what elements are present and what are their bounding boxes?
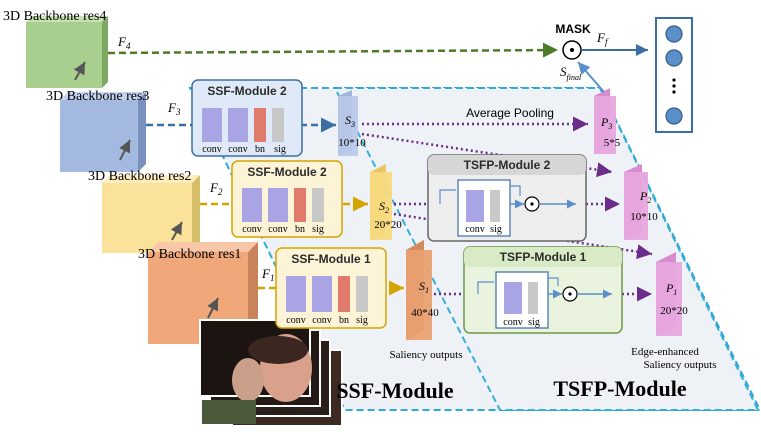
ssf-bottom-layer-2: conv bbox=[312, 315, 331, 326]
ssf-mid-layer-3: bn bbox=[295, 224, 305, 235]
p3-size: 5*5 bbox=[604, 137, 621, 149]
p1-label: P1 bbox=[665, 281, 677, 297]
tsfp-module-2: TSFP-Module 2 conv sig bbox=[427, 154, 587, 242]
backbone-res3-label: 3D Backbone res3 bbox=[46, 89, 149, 104]
saliency-map-s1: S1 40*40 bbox=[406, 240, 439, 340]
ssf-mid-layer-4: sig bbox=[312, 224, 324, 235]
p2-label: P2 bbox=[639, 189, 651, 205]
ssf-bottom-layer-3: bn bbox=[339, 315, 349, 326]
tsfp2-layer-conv: conv bbox=[465, 224, 484, 235]
pyramid-map-p3: P3 5*5 bbox=[594, 88, 621, 154]
tsfp-module-1-title: TSFP-Module 1 bbox=[500, 250, 587, 264]
ssf-top-layer-3: bn bbox=[255, 144, 265, 155]
s2-label: S2 bbox=[379, 199, 389, 215]
ssf-section-title: SSF-Module bbox=[336, 378, 454, 403]
saliency-map-s3: S3 10*10 bbox=[338, 90, 366, 156]
output-node-1 bbox=[665, 25, 683, 43]
ssf-top-layer-4: sig bbox=[274, 144, 286, 155]
f3-label: F3 bbox=[167, 100, 181, 117]
output-node-2 bbox=[665, 49, 683, 67]
tsfp1-layer-sig: sig bbox=[528, 317, 540, 328]
edge-outputs-label-1: Edge-enhanced bbox=[631, 346, 699, 358]
backbone-res2-block bbox=[102, 175, 200, 253]
ssf-top-layer-2: conv bbox=[228, 144, 247, 155]
tsfp-section-title: TSFP-Module bbox=[553, 376, 686, 401]
ssf-bottom-layer-4: sig bbox=[356, 315, 368, 326]
ssf-module-bottom-title: SSF-Module 1 bbox=[291, 252, 371, 266]
p3-label: P3 bbox=[600, 115, 612, 131]
backbone-res1-label: 3D Backbone res1 bbox=[138, 247, 241, 262]
saliency-map-s2: S2 20*20 bbox=[370, 164, 402, 240]
ssf-bottom-layer-1: conv bbox=[286, 315, 305, 326]
s3-label: S3 bbox=[345, 113, 355, 129]
ssf-module-top-title: SSF-Module 2 bbox=[207, 84, 287, 98]
ssf-module-bottom: SSF-Module 1 conv conv bn sig bbox=[275, 247, 387, 329]
f1-label: F1 bbox=[261, 266, 274, 283]
backbone-res4-block bbox=[26, 16, 108, 88]
p2-size: 10*10 bbox=[630, 211, 658, 223]
average-pooling-label: Average Pooling bbox=[466, 106, 554, 120]
ssf-mid-layer-2: conv bbox=[268, 224, 287, 235]
output-node-n bbox=[665, 107, 683, 125]
ff-label: FFf bbox=[596, 30, 609, 47]
mask-label: MASK bbox=[555, 22, 591, 36]
ssf-module-mid: SSF-Module 2 conv conv bn sig bbox=[231, 160, 343, 238]
s2-size: 20*20 bbox=[374, 219, 402, 231]
tsfp-module-1: TSFP-Module 1 conv sig bbox=[463, 246, 623, 334]
backbone-res3-block bbox=[60, 92, 146, 172]
input-video-frames bbox=[199, 319, 343, 427]
tsfp1-layer-conv: conv bbox=[503, 317, 522, 328]
pyramid-map-p2: P2 10*10 bbox=[624, 164, 658, 240]
backbone-res1-block bbox=[148, 242, 258, 344]
ssf-top-layer-1: conv bbox=[202, 144, 221, 155]
edge-outputs-label-2: Saliency outputs bbox=[643, 359, 716, 371]
s3-size: 10*10 bbox=[338, 137, 366, 149]
s1-label: S1 bbox=[419, 279, 429, 295]
saliency-outputs-label: Saliency outputs bbox=[389, 349, 462, 361]
res1-to-res2-arrow bbox=[207, 297, 219, 319]
p1-size: 20*20 bbox=[660, 305, 688, 317]
f4-label: F4 bbox=[117, 34, 131, 51]
ssf-module-mid-title: SSF-Module 2 bbox=[247, 165, 327, 179]
s-final-label: Sfinal bbox=[560, 64, 582, 82]
output-layer bbox=[655, 17, 693, 133]
backbone-res4-label: 3D Backbone res4 bbox=[3, 9, 106, 24]
s1-size: 40*40 bbox=[411, 307, 439, 319]
backbone-res2-label: 3D Backbone res2 bbox=[88, 169, 191, 184]
ssf-mid-layer-1: conv bbox=[242, 224, 261, 235]
p3-to-mask-arrow bbox=[577, 61, 605, 93]
tsfp2-layer-sig: sig bbox=[490, 224, 502, 235]
ssf-module-top: SSF-Module 2 conv conv bn sig bbox=[191, 79, 303, 157]
f4-arrow bbox=[107, 42, 559, 58]
tsfp-module-2-title: TSFP-Module 2 bbox=[464, 158, 551, 172]
f2-label: F2 bbox=[209, 180, 223, 197]
pyramid-map-p1: P1 20*20 bbox=[656, 252, 688, 336]
